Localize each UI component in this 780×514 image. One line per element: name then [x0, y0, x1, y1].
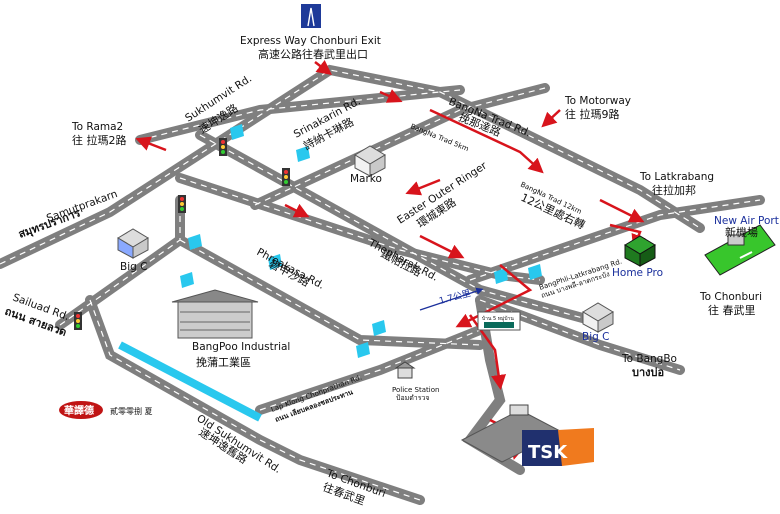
label-police-en: Police Station [392, 386, 439, 394]
label-to-chonburi-right-zh: 往 春武里 [708, 303, 756, 317]
label-distance: 1.7公里 [438, 288, 472, 307]
label-home-pro: Home Pro [612, 267, 663, 279]
label-bigc-right: Big C [582, 331, 609, 343]
label-to-bangbo-th: บางบ่อ [632, 366, 664, 379]
label-police-th: ป้อมตำรวจ [396, 394, 430, 402]
building-icon [117, 145, 614, 333]
label-new-airport-zh: 新機場 [725, 225, 758, 239]
label-to-chonburi-right-en: To Chonburi [699, 291, 762, 303]
label-to-latkrabang-zh: 往拉加邦 [652, 183, 696, 197]
expressway-sign-icon [301, 4, 321, 28]
label-bangpoo-en: BangPoo Industrial [192, 341, 290, 353]
label-bangna-trad-5km: BangNa Trad 5km [409, 122, 470, 153]
village-sign-text: บ้าน 5 หมู่บ้าน [482, 315, 514, 322]
company-logo-text: 華譯德 [64, 404, 94, 417]
label-to-motorway-en: To Motorway [564, 95, 631, 107]
airport-icon [704, 224, 776, 276]
home-pro-building [624, 235, 656, 267]
canal [118, 341, 262, 422]
bridge-markers [180, 124, 542, 358]
label-new-airport-en: New Air Port [714, 215, 779, 227]
tsk-logo-text: TSK [528, 442, 568, 463]
label-expressway-zh: 高速公路往春武里出口 [258, 47, 368, 61]
label-bangpoo-zh: 挽蒲工業區 [196, 355, 251, 369]
traffic-light-icon [74, 138, 290, 330]
company-name-zh: 貳零零捌 夏 [110, 406, 153, 416]
label-marko: Marko [350, 173, 382, 185]
label-to-rama2-en: To Rama2 [71, 121, 123, 133]
label-expressway-en: Express Way Chonburi Exit [240, 35, 381, 47]
road-old-sukhumvit [85, 295, 425, 505]
label-bigc-left: Big C [120, 261, 147, 273]
factory-icon [171, 289, 259, 339]
label-to-bangbo-en: To BangBo [621, 353, 677, 365]
label-to-latkrabang-en: To Latkrabang [639, 171, 714, 183]
tsk-logo-icon [522, 428, 594, 466]
police-icon [394, 361, 416, 379]
label-to-rama2-zh: 往 拉瑪2路 [72, 133, 127, 147]
company-logo-icon [59, 401, 103, 419]
label-to-motorway-zh: 往 拉瑪9路 [565, 107, 620, 121]
village-sign [477, 311, 521, 331]
